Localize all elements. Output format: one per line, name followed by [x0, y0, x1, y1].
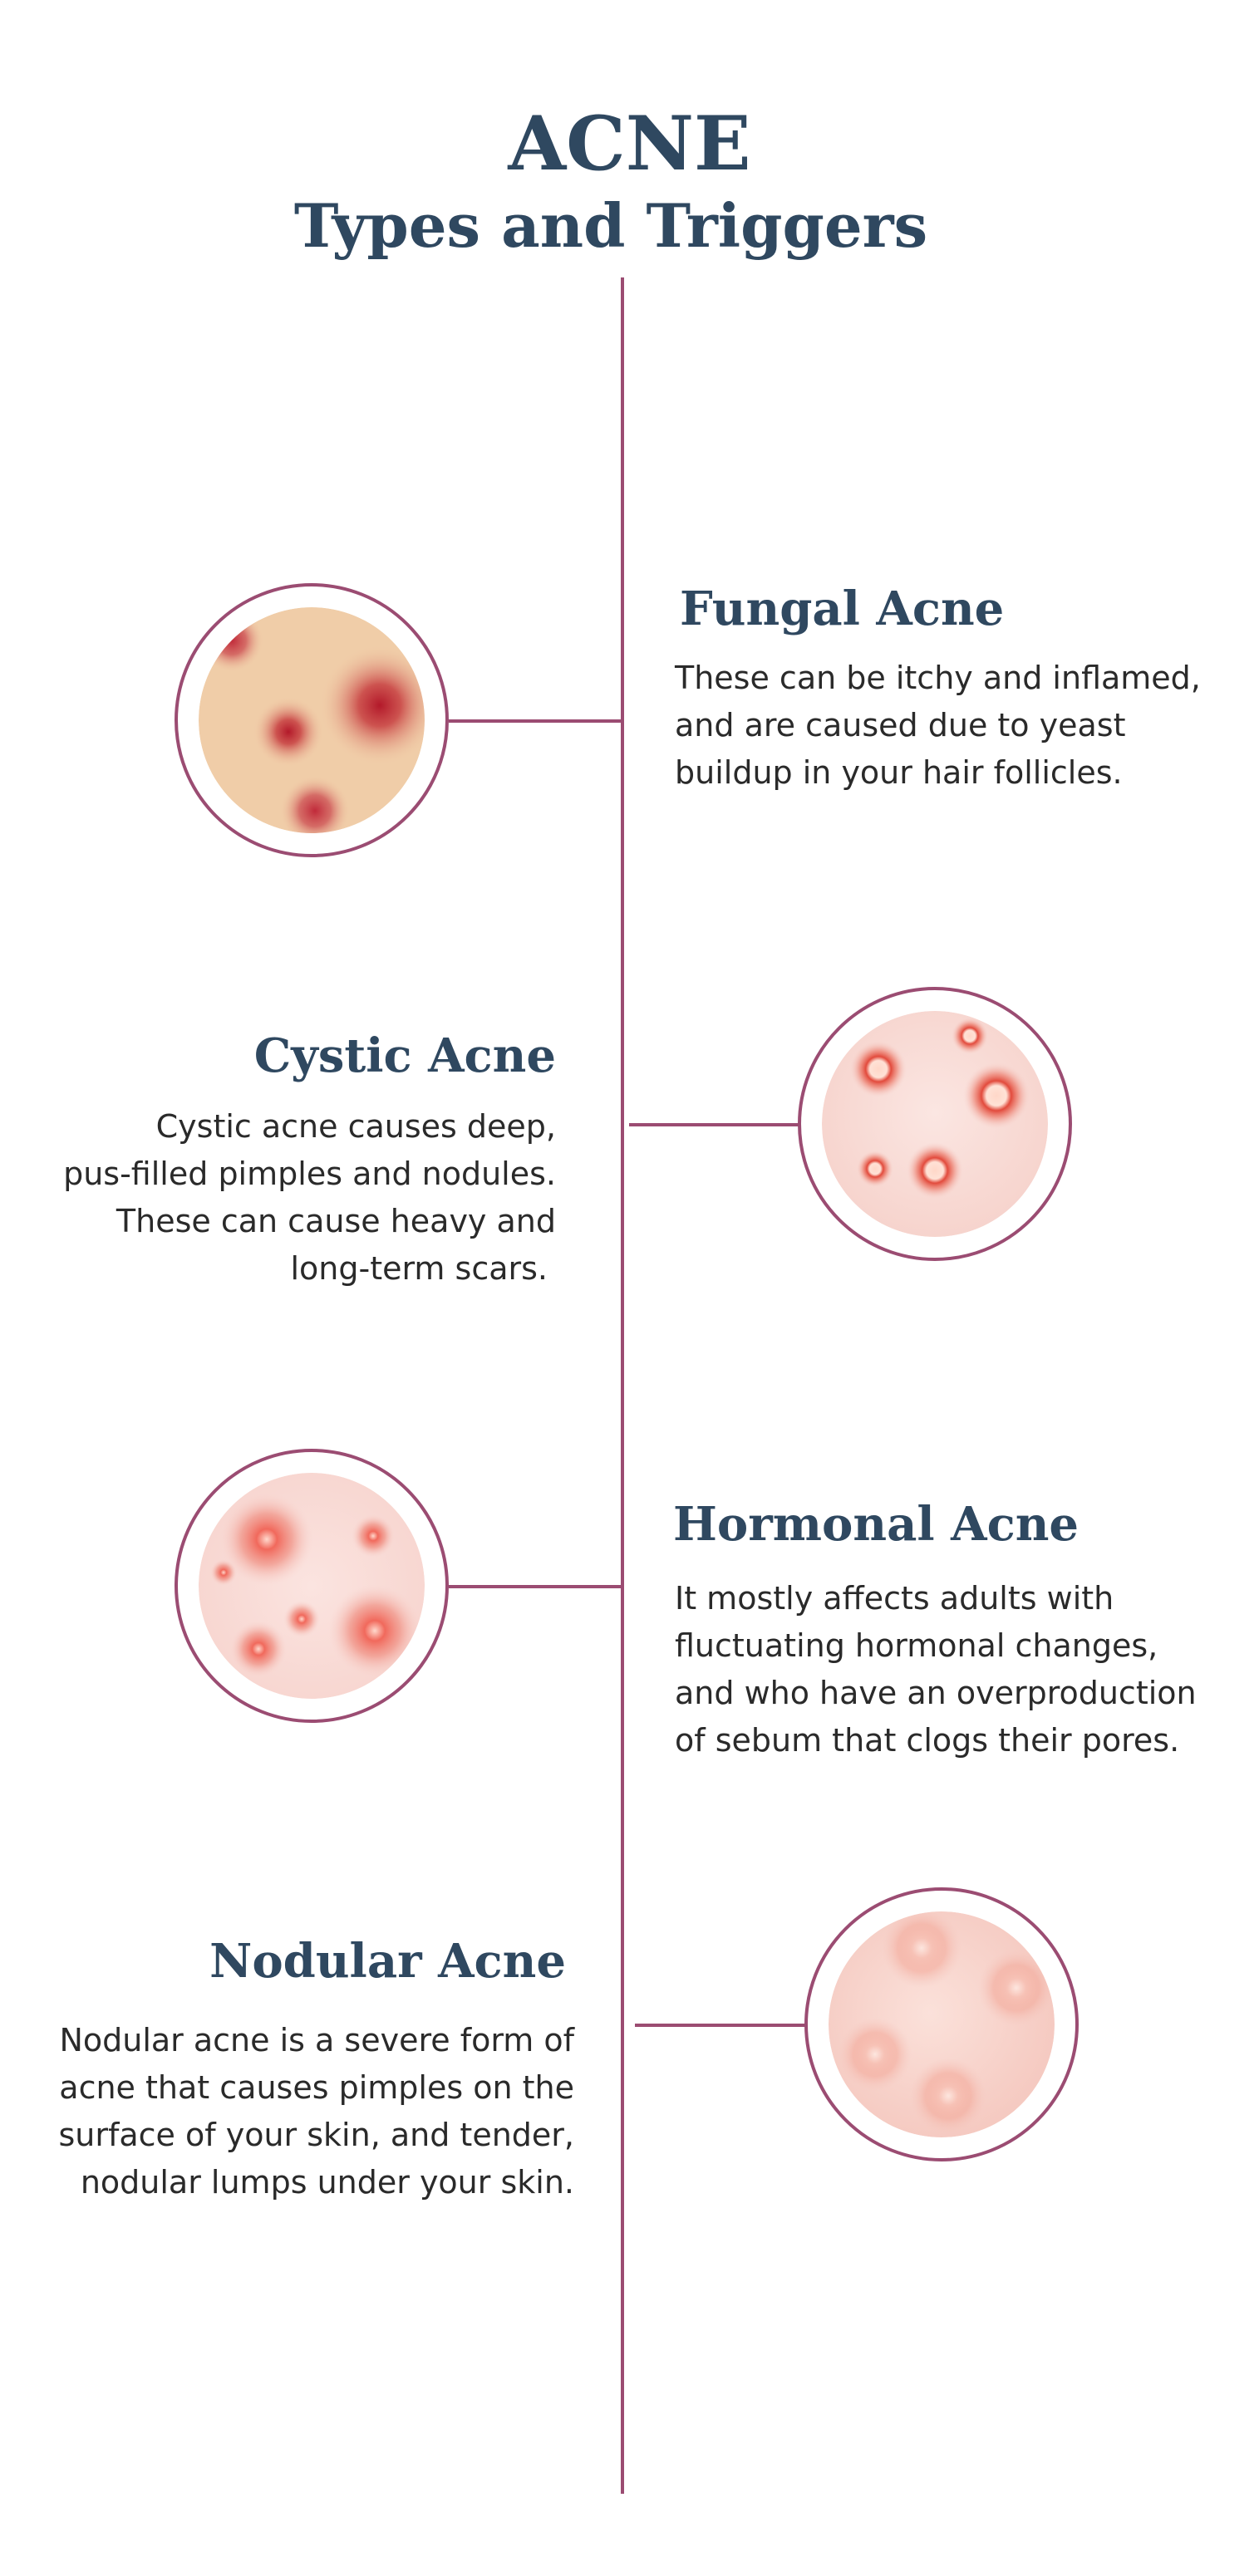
page-subtitle: Types and Triggers — [293, 190, 928, 261]
connector-cystic — [629, 1123, 799, 1126]
section-title-nodular: Nodular Acne — [209, 1934, 566, 1989]
connector-nodular — [635, 2024, 806, 2027]
section-desc-hormonal: It mostly affects adults with fluctuatin… — [675, 1580, 1197, 1759]
section-title-fungal: Fungal Acne — [680, 581, 1005, 636]
connector-hormonal — [449, 1585, 622, 1588]
nodular-acne-skin-icon — [804, 1887, 1079, 2161]
fungal-acne-skin-icon — [175, 583, 449, 857]
hormonal-acne-skin-icon — [175, 1449, 449, 1723]
section-desc-fungal: These can be itchy and inflamed, and are… — [675, 660, 1201, 791]
timeline-line — [621, 277, 624, 2494]
section-title-hormonal: Hormonal Acne — [673, 1497, 1079, 1552]
section-title-cystic: Cystic Acne — [253, 1028, 556, 1083]
section-desc-nodular: Nodular acne is a severe form of acne th… — [58, 2022, 575, 2201]
cystic-acne-skin-icon — [798, 987, 1072, 1261]
section-desc-cystic: Cystic acne causes deep, pus-filled pimp… — [63, 1108, 556, 1287]
connector-fungal — [449, 719, 622, 723]
page-title: ACNE — [508, 100, 751, 188]
